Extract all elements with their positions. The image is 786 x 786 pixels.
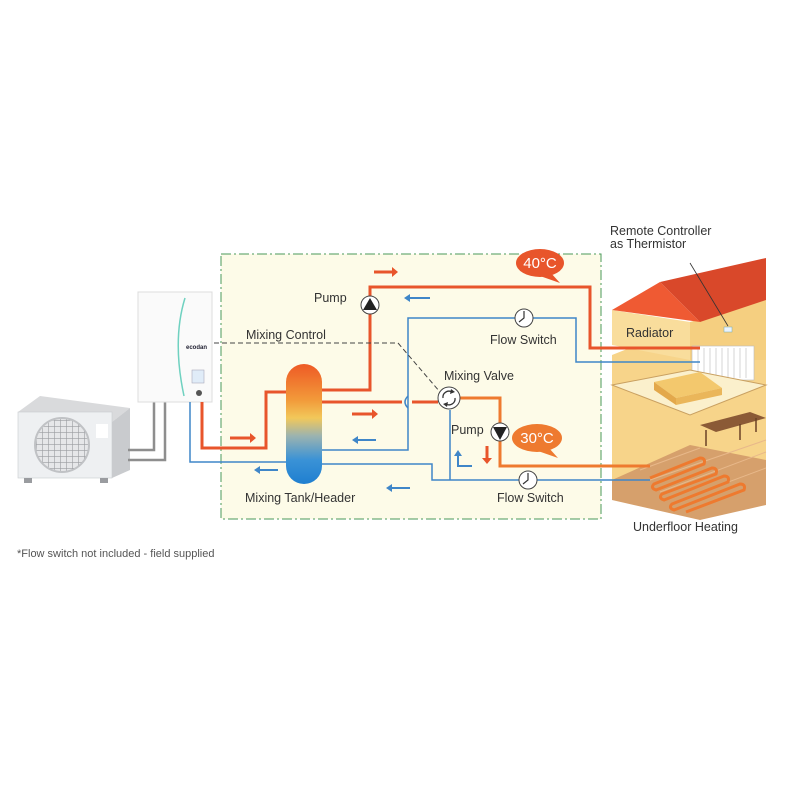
pump-icon[interactable] xyxy=(490,422,510,442)
temp-underfloor-label: 30°C xyxy=(520,430,554,447)
flow-arrows xyxy=(230,267,492,492)
flow-switch-bottom-label: Flow Switch xyxy=(497,491,564,505)
mixing-control-line xyxy=(214,342,441,393)
brand-logo: ecodan xyxy=(186,345,207,351)
temp-bubble-radiator: 40°C xyxy=(516,249,564,283)
pump-bottom-label: Pump xyxy=(451,423,484,437)
flow-switch-icon[interactable] xyxy=(518,470,538,490)
footnote: *Flow switch not included - field suppli… xyxy=(17,548,215,560)
underfloor-return-pipe xyxy=(320,410,650,481)
radiator-supply-pipe xyxy=(320,285,700,392)
cold-return-pipe xyxy=(189,402,288,463)
indoor-unit-display[interactable] xyxy=(191,369,205,384)
radiator-return-pipe xyxy=(320,317,700,451)
underfloor-coil xyxy=(649,456,746,514)
remote-controller-device xyxy=(723,326,733,333)
house-cutaway-icon xyxy=(610,258,768,520)
mixing-tank-label: Mixing Tank/Header xyxy=(245,491,355,505)
remote-controller-label-1: Remote Controller xyxy=(610,224,711,238)
pump-icon[interactable] xyxy=(360,295,380,315)
hot-supply-pipe xyxy=(200,390,288,450)
temp-bubble-underfloor: 30°C xyxy=(512,424,562,458)
underfloor-heating-label: Underfloor Heating xyxy=(633,520,738,534)
outdoor-unit-icon xyxy=(17,396,130,483)
flow-switch-top-label: Flow Switch xyxy=(490,333,557,347)
remote-controller-label-2: as Thermistor xyxy=(610,237,686,251)
mixing-valve-icon[interactable] xyxy=(437,386,461,410)
indoor-unit-icon: ecodan xyxy=(137,291,213,403)
mixing-tank xyxy=(286,364,322,484)
flow-switch-icon[interactable] xyxy=(514,308,534,328)
mixing-control-label: Mixing Control xyxy=(246,328,326,342)
radiator-label: Radiator xyxy=(626,326,673,340)
pump-top-label: Pump xyxy=(314,291,347,305)
mixing-valve-label: Mixing Valve xyxy=(444,369,514,383)
temp-radiator-label: 40°C xyxy=(523,255,557,272)
